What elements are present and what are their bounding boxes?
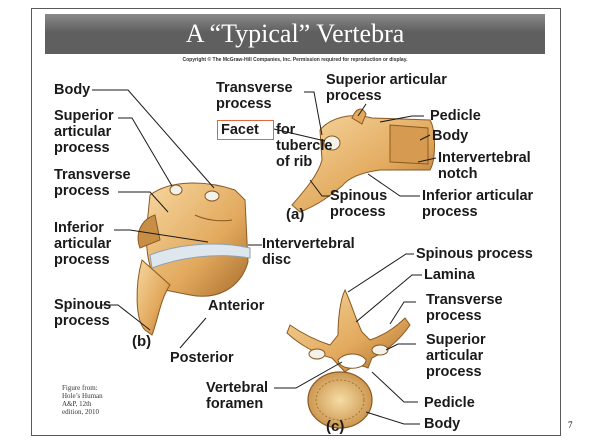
label-a-inferior-articular-process: Inferior articular process	[422, 188, 533, 220]
superior-view-illustration	[287, 290, 410, 428]
label-a-for-tubercle-of-rib: for tubercle of rib	[276, 122, 332, 170]
label-c-superior-articular-process: Superior articular process	[426, 332, 486, 380]
slide-number: 7	[568, 420, 573, 430]
label-a-superior-articular-process: Superior articular process	[326, 72, 447, 104]
label-a-intervertebral-notch: Intervertebral notch	[438, 150, 531, 182]
label-c-pedicle: Pedicle	[424, 395, 475, 411]
label-c-transverse-process: Transverse process	[426, 292, 503, 324]
label-b-posterior: Posterior	[170, 350, 234, 366]
label-b-body: Body	[54, 82, 90, 98]
panel-label-a: (a)	[286, 206, 304, 223]
label-c-lamina: Lamina	[424, 267, 475, 283]
label-b-anterior: Anterior	[208, 298, 264, 314]
label-b-transverse-process: Transverse process	[54, 167, 131, 199]
panel-label-b: (b)	[132, 333, 151, 350]
label-a-spinous-process: Spinous process	[330, 188, 387, 220]
panel-label-c: (c)	[326, 418, 344, 435]
label-b-intervertebral-disc: Intervertebral disc	[262, 236, 355, 268]
label-c-spinous-process: Spinous process	[416, 246, 533, 262]
label-a-facet: Facet	[221, 122, 259, 138]
source-credit: Figure from: Hole’s Human A&P, 12th edit…	[62, 384, 103, 416]
label-c-vertebral-foramen: Vertebral foramen	[206, 380, 268, 412]
label-b-superior-articular-process: Superior articular process	[54, 108, 114, 156]
label-b-inferior-articular-process: Inferior articular process	[54, 220, 111, 268]
label-a-pedicle: Pedicle	[430, 108, 481, 124]
label-b-spinous-process: Spinous process	[54, 297, 111, 329]
label-a-transverse-process: Transverse process	[216, 80, 293, 112]
label-a-body: Body	[432, 128, 468, 144]
label-c-body: Body	[424, 416, 460, 432]
